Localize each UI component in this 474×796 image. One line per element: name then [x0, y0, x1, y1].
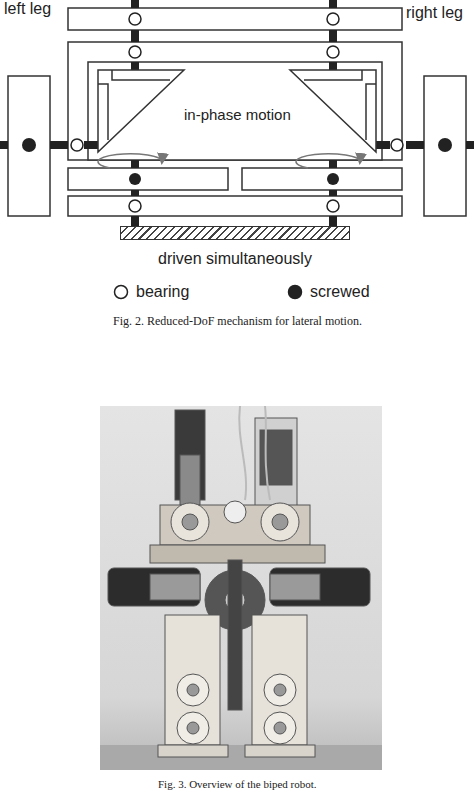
legend-text: screwed [310, 283, 370, 301]
legend-item: screwed [286, 283, 370, 301]
legend-item: bearing [112, 283, 189, 301]
drive-bar: driven simultaneously [120, 226, 350, 268]
leg-label: left leg [4, 0, 51, 18]
bar-label: driven simultaneously [120, 250, 350, 268]
leg-label: right leg [406, 4, 463, 22]
hatched-bar [120, 226, 350, 240]
figure-caption: Fig. 3. Overview of the biped robot. [158, 778, 317, 790]
screwed-symbol [286, 283, 304, 301]
motion-label: in-phase motion [184, 106, 291, 123]
legend-text: bearing [136, 283, 189, 301]
figure-caption: Fig. 2. Reduced-DoF mechanism for latera… [113, 314, 362, 329]
bearing-symbol [112, 283, 130, 301]
